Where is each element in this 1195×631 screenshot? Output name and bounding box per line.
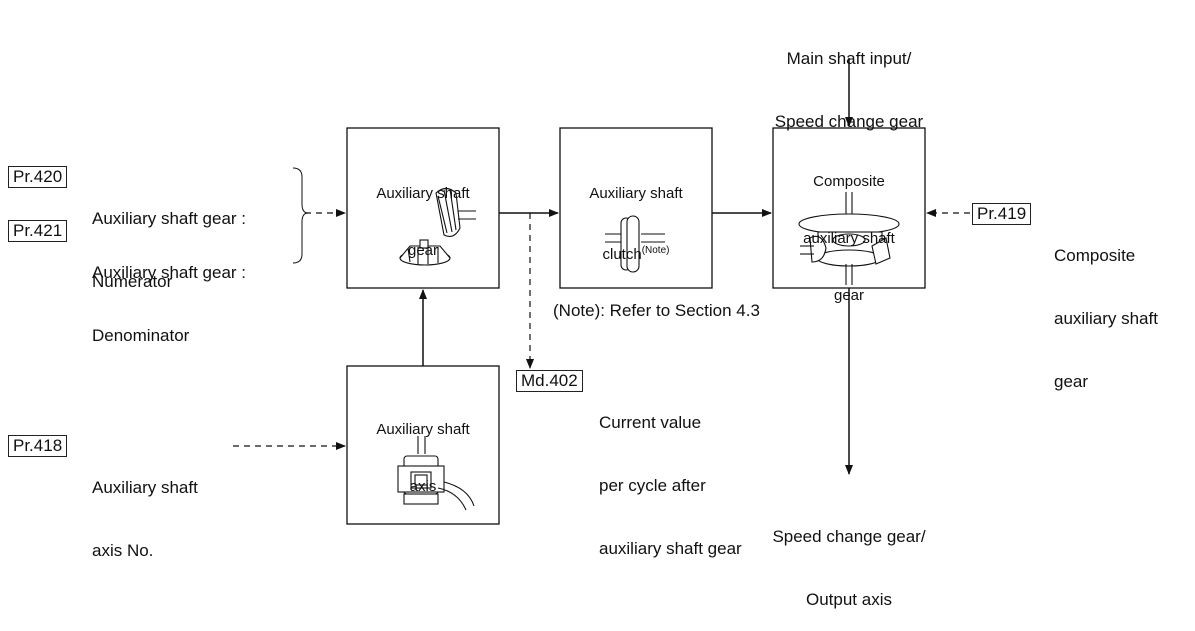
output-axis-line2: Output axis xyxy=(806,590,892,609)
pr420-code: Pr.420 xyxy=(8,166,68,188)
pr421-line2: Denominator xyxy=(92,326,190,345)
param-brace xyxy=(292,167,309,264)
pr418-code: Pr.418 xyxy=(8,435,68,457)
clutch-icon xyxy=(605,215,665,273)
md402-code: Md.402 xyxy=(516,370,583,392)
aux-axis-title-line1: Auxiliary shaft xyxy=(376,421,470,438)
aux-gear-title-line2: gear xyxy=(407,242,439,259)
composite-title-line2: auxiliary shaft xyxy=(803,230,895,247)
pr419-label: Composite auxiliary shaft gear xyxy=(1054,203,1158,413)
pr421-code: Pr.421 xyxy=(8,220,68,242)
aux-clutch-title: Auxiliary shaft clutch(Note) xyxy=(560,146,712,283)
pr419-line2: auxiliary shaft xyxy=(1054,309,1158,328)
differential-gear-icon xyxy=(798,192,900,285)
encoder-icon xyxy=(397,436,475,511)
pr421-line1: Auxiliary shaft gear : xyxy=(92,263,247,282)
pr418-label: Auxiliary shaft axis No. xyxy=(92,435,198,582)
aux-clutch-title-word: clutch xyxy=(602,246,642,263)
pr419-line3: gear xyxy=(1054,372,1089,391)
composite-title-line3: gear xyxy=(833,287,865,304)
md402-line2: per cycle after xyxy=(599,476,706,495)
aux-gear-title-line1: Auxiliary shaft xyxy=(376,185,470,202)
aux-axis-title: Auxiliary shaft axis xyxy=(347,382,499,515)
pr420-line1: Auxiliary shaft gear : xyxy=(92,209,247,228)
pr418-line1: Auxiliary shaft xyxy=(92,478,198,497)
md402-line3: auxiliary shaft gear xyxy=(599,539,742,558)
md402-line1: Current value xyxy=(599,413,702,432)
clutch-note: (Note): Refer to Section 4.3 xyxy=(553,301,760,320)
pr419-code: Pr.419 xyxy=(972,203,1032,225)
composite-title: Composite auxiliary shaft gear xyxy=(773,134,925,324)
note-superscript: (Note) xyxy=(641,245,670,256)
pr419-line1: Composite xyxy=(1054,246,1136,265)
pr418-line2: axis No. xyxy=(92,541,154,560)
composite-block xyxy=(772,127,926,289)
block-diagram xyxy=(233,58,970,525)
output-axis-label: Speed change gear/ Output axis xyxy=(739,484,959,631)
aux-clutch-title-line1: Auxiliary shaft xyxy=(589,185,683,202)
output-axis-line1: Speed change gear/ xyxy=(772,527,926,546)
pr420-line2: Numerator xyxy=(92,272,173,291)
main-shaft-input-line1: Main shaft input/ xyxy=(786,49,912,68)
pr420-label: Auxiliary shaft gear : Numerator xyxy=(92,166,246,313)
md402-label: Current value per cycle after auxiliary … xyxy=(599,370,742,580)
bevel-gear-icon xyxy=(399,187,476,266)
main-shaft-input-line2: Speed change gear xyxy=(774,112,924,131)
aux-gear-title: Auxiliary shaft gear xyxy=(347,146,499,279)
aux-axis-title-line2: axis xyxy=(409,478,437,495)
aux-clutch-title-line2: clutch(Note) xyxy=(560,241,712,264)
pr421-label: Auxiliary shaft gear : Denominator xyxy=(92,220,246,367)
composite-title-line1: Composite xyxy=(813,173,885,190)
main-shaft-input-label: Main shaft input/ Speed change gear xyxy=(749,6,949,153)
